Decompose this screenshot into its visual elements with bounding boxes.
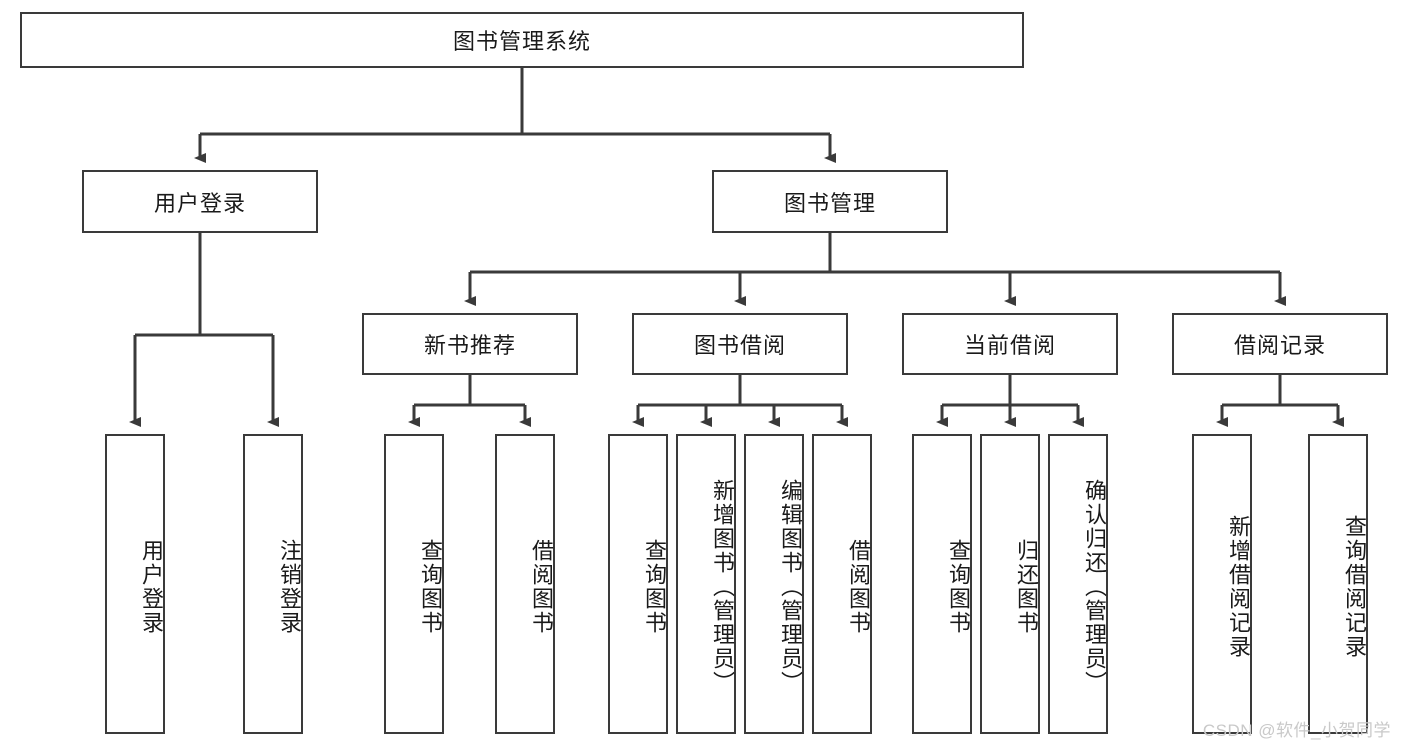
node-leaf-borrow-book-1-label: 借阅图书 <box>529 539 554 635</box>
node-leaf-borrow-book-2[interactable]: 借阅图书 <box>812 434 872 734</box>
node-new-book-recommend-label: 新书推荐 <box>423 333 516 358</box>
node-new-book-recommend[interactable]: 新书推荐 <box>362 313 578 375</box>
node-current-borrow[interactable]: 当前借阅 <box>902 313 1118 375</box>
node-book-manage[interactable]: 图书管理 <box>712 170 948 233</box>
node-leaf-borrow-book-2-label: 借阅图书 <box>846 539 871 635</box>
node-borrow-record-label: 借阅记录 <box>1233 333 1326 358</box>
node-leaf-return-book[interactable]: 归还图书 <box>980 434 1040 734</box>
node-leaf-query-borrow-record[interactable]: 查询借阅记录 <box>1308 434 1368 734</box>
node-leaf-query-book-1-label: 查询图书 <box>418 539 443 635</box>
watermark-text: CSDN @软件_小贺同学 <box>1202 721 1391 740</box>
node-leaf-borrow-book-1[interactable]: 借阅图书 <box>495 434 555 734</box>
node-leaf-user-login-label: 用户登录 <box>139 539 164 635</box>
node-user-login-label: 用户登录 <box>153 190 246 216</box>
node-book-manage-label: 图书管理 <box>783 190 876 216</box>
node-leaf-user-login[interactable]: 用户登录 <box>105 434 165 734</box>
node-book-borrow[interactable]: 图书借阅 <box>632 313 848 375</box>
node-borrow-record[interactable]: 借阅记录 <box>1172 313 1388 375</box>
node-leaf-query-borrow-record-label: 查询借阅记录 <box>1342 515 1367 659</box>
node-leaf-confirm-return-admin-label: 确认归还（管理员） <box>1082 479 1107 695</box>
node-leaf-add-book-admin[interactable]: 新增图书（管理员） <box>676 434 736 734</box>
node-leaf-logout-login[interactable]: 注销登录 <box>243 434 303 734</box>
node-leaf-edit-book-admin[interactable]: 编辑图书（管理员） <box>744 434 804 734</box>
node-leaf-return-book-label: 归还图书 <box>1014 539 1039 635</box>
node-leaf-query-book-3[interactable]: 查询图书 <box>912 434 972 734</box>
node-leaf-add-borrow-record-label: 新增借阅记录 <box>1226 515 1251 659</box>
node-leaf-add-borrow-record[interactable]: 新增借阅记录 <box>1192 434 1252 734</box>
node-leaf-confirm-return-admin[interactable]: 确认归还（管理员） <box>1048 434 1108 734</box>
node-leaf-query-book-2-label: 查询图书 <box>642 539 667 635</box>
node-leaf-edit-book-admin-label: 编辑图书（管理员） <box>778 479 803 695</box>
node-leaf-query-book-1[interactable]: 查询图书 <box>384 434 444 734</box>
node-leaf-query-book-2[interactable]: 查询图书 <box>608 434 668 734</box>
node-leaf-add-book-admin-label: 新增图书（管理员） <box>710 479 735 695</box>
node-root-label: 图书管理系统 <box>452 29 591 54</box>
node-leaf-logout-login-label: 注销登录 <box>277 539 302 635</box>
node-current-borrow-label: 当前借阅 <box>963 333 1056 358</box>
node-root[interactable]: 图书管理系统 <box>20 12 1024 68</box>
node-user-login[interactable]: 用户登录 <box>82 170 318 233</box>
node-leaf-query-book-3-label: 查询图书 <box>946 539 971 635</box>
node-book-borrow-label: 图书借阅 <box>693 333 786 358</box>
